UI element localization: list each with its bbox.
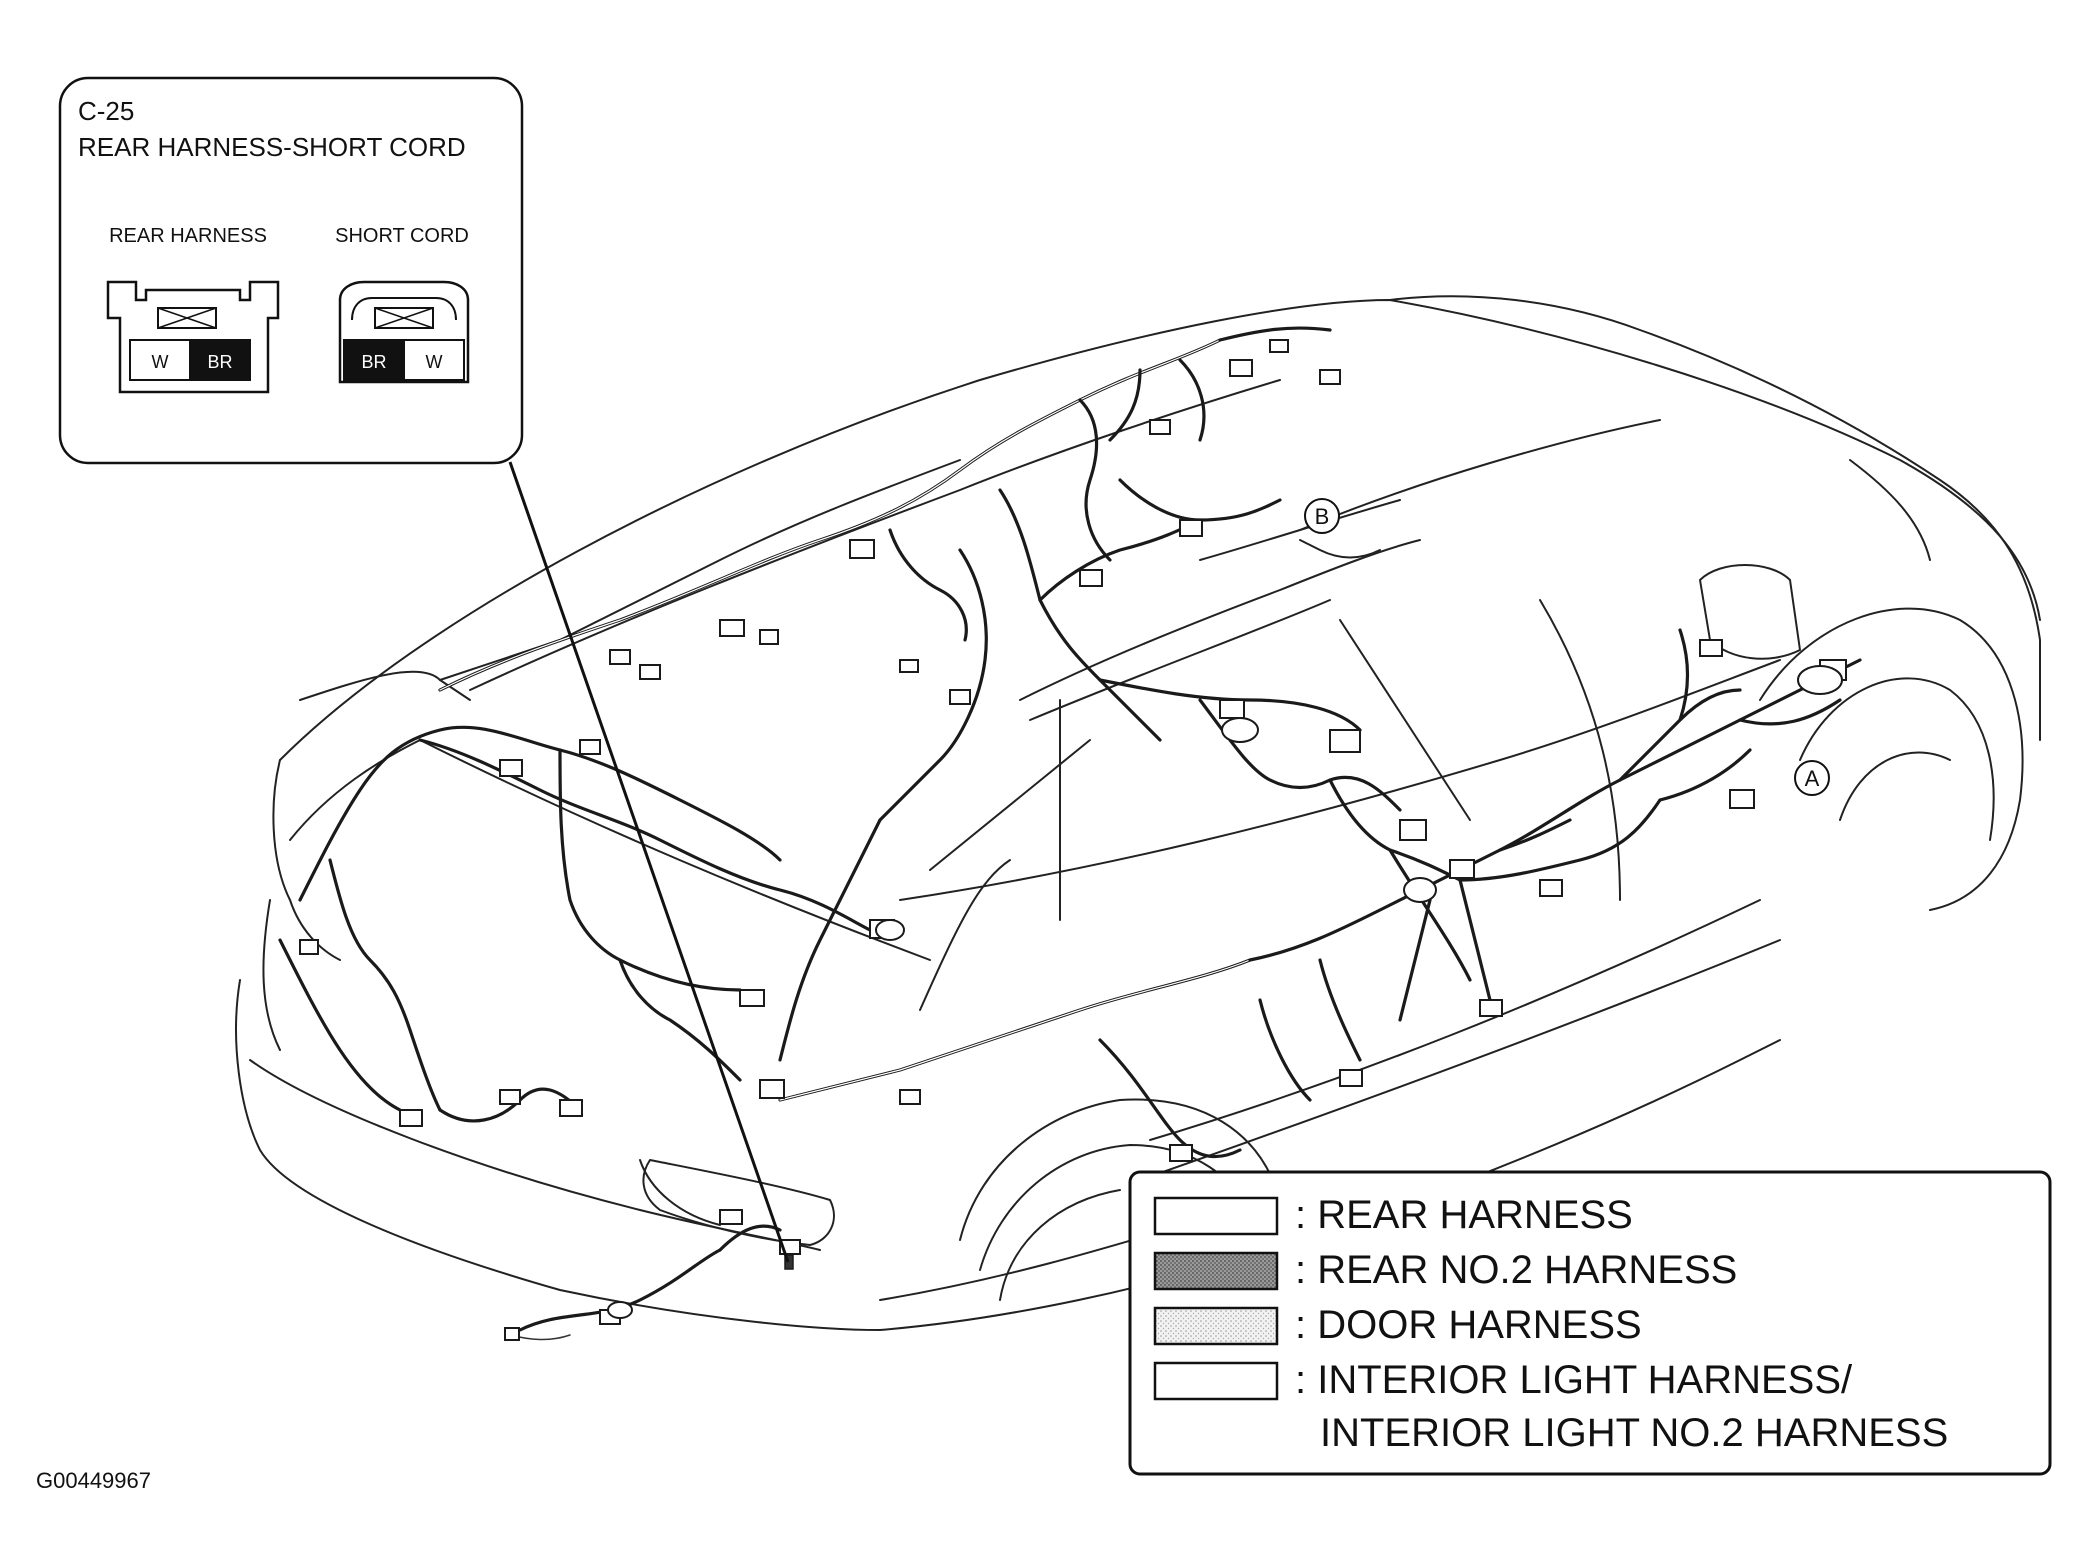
short-cord-pin-w: W	[426, 352, 443, 372]
connector-callout: C-25 REAR HARNESS-SHORT CORD REAR HARNES…	[58, 76, 524, 465]
legend-swatch-light-stipple	[1153, 1306, 1279, 1346]
rear-harness-pin-w: W	[152, 352, 169, 372]
legend-label: : REAR NO.2 HARNESS	[1295, 1248, 1737, 1292]
legend-label: : INTERIOR LIGHT HARNESS/	[1295, 1358, 1853, 1402]
rear-harness-pin-br: BR	[207, 352, 232, 372]
marker-a-label: A	[1805, 766, 1820, 791]
legend-label-continuation: INTERIOR LIGHT NO.2 HARNESS	[1320, 1411, 1948, 1455]
legend-item-rear-harness: : REAR HARNESS	[1153, 1193, 1633, 1237]
legend-label: : DOOR HARNESS	[1295, 1303, 1642, 1347]
marker-b-label: B	[1315, 504, 1330, 529]
short-cord-connector-icon: BR W	[338, 280, 470, 384]
callout-right-label: SHORT CORD	[335, 225, 469, 247]
legend-swatch-blank	[1153, 1196, 1279, 1236]
rear-harness-wires	[278, 326, 1862, 1341]
marker-b: B	[1304, 498, 1340, 534]
harness-legend: : REAR HARNESS : REAR NO.2 HARNESS : DOO…	[1128, 1170, 2052, 1476]
legend-swatch-dark-stipple	[1153, 1251, 1279, 1291]
callout-code: C-25	[78, 96, 134, 126]
callout-title: REAR HARNESS-SHORT CORD	[78, 132, 466, 162]
marker-a: A	[1794, 760, 1830, 796]
legend-item-rear-no2-harness: : REAR NO.2 HARNESS	[1153, 1248, 1737, 1292]
callout-leader-line	[508, 461, 790, 1263]
figure-id: G00449967	[36, 1468, 151, 1493]
harness-connectors	[299, 339, 1847, 1341]
legend-item-door-harness: : DOOR HARNESS	[1153, 1303, 1642, 1347]
rear-harness-connector-icon: W BR	[106, 280, 280, 394]
callout-left-label: REAR HARNESS	[109, 225, 267, 247]
legend-item-interior-light-harness: : INTERIOR LIGHT HARNESS/ INTERIOR LIGHT…	[1153, 1358, 1948, 1455]
short-cord-pin-br: BR	[361, 352, 386, 372]
legend-label: : REAR HARNESS	[1295, 1193, 1633, 1237]
legend-swatch-blank	[1153, 1361, 1279, 1401]
